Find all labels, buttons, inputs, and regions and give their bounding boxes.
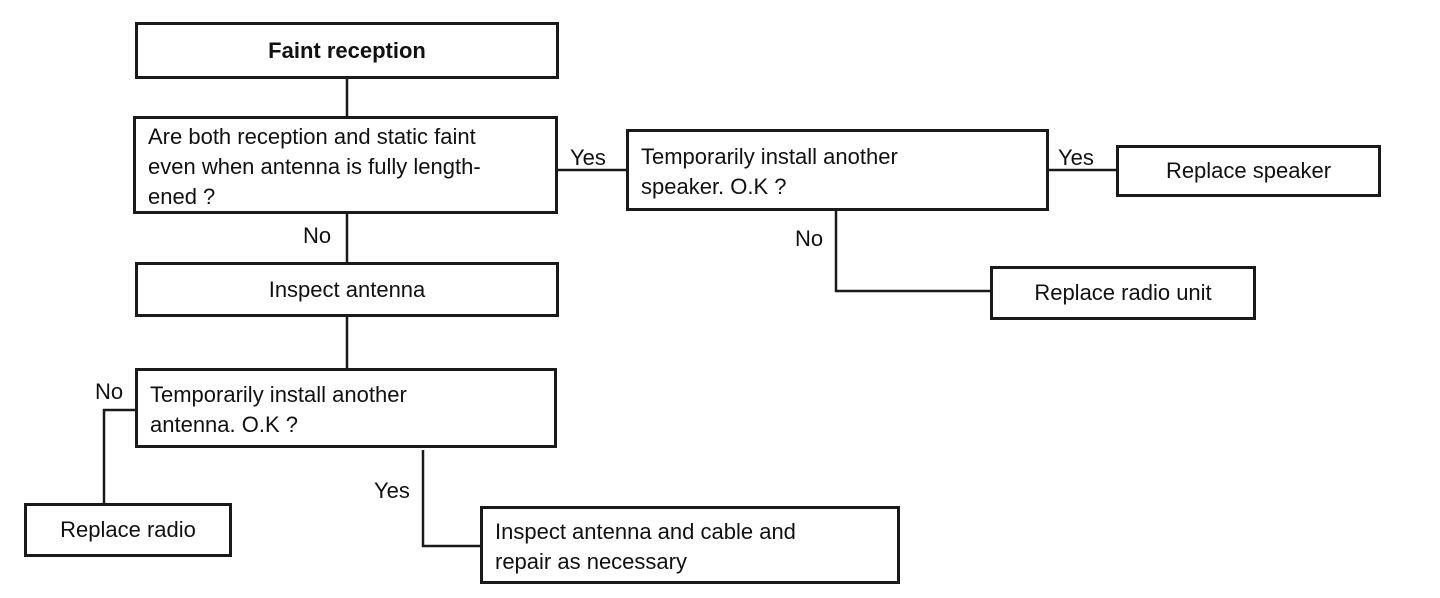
edge-label-antenna-yes: Yes: [374, 478, 410, 503]
action-box-replace-radio: Replace radio: [24, 503, 232, 557]
connector-antenna-to-replace-radio: [102, 408, 135, 503]
decision-box-antenna-check: Temporarily install another antenna. O.K…: [135, 368, 557, 448]
decision-box-speaker-check: Temporarily install another speaker. O.K…: [626, 129, 1049, 211]
edge-label-static-no: No: [303, 223, 332, 248]
action-box-replace-radio-unit: Replace radio unit: [990, 266, 1256, 320]
action-box-inspect-antenna: Inspect antenna: [135, 262, 559, 317]
connector-speaker-to-radio-unit: [834, 210, 990, 293]
edge-label-antenna-no: No: [95, 379, 124, 404]
start-box-faint-reception: Faint reception: [135, 22, 559, 79]
action-box-inspect-cable: Inspect antenna and cable and repair as …: [480, 506, 900, 584]
decision-box-static-check: Are both reception and static faint even…: [133, 116, 558, 214]
connector-antenna-to-inspect-cable: [421, 450, 480, 548]
action-box-replace-speaker: Replace speaker: [1116, 145, 1381, 197]
edge-label-speaker-no: No: [795, 226, 824, 251]
edge-label-static-yes: Yes: [570, 145, 606, 170]
edge-label-speaker-yes: Yes: [1058, 145, 1094, 170]
